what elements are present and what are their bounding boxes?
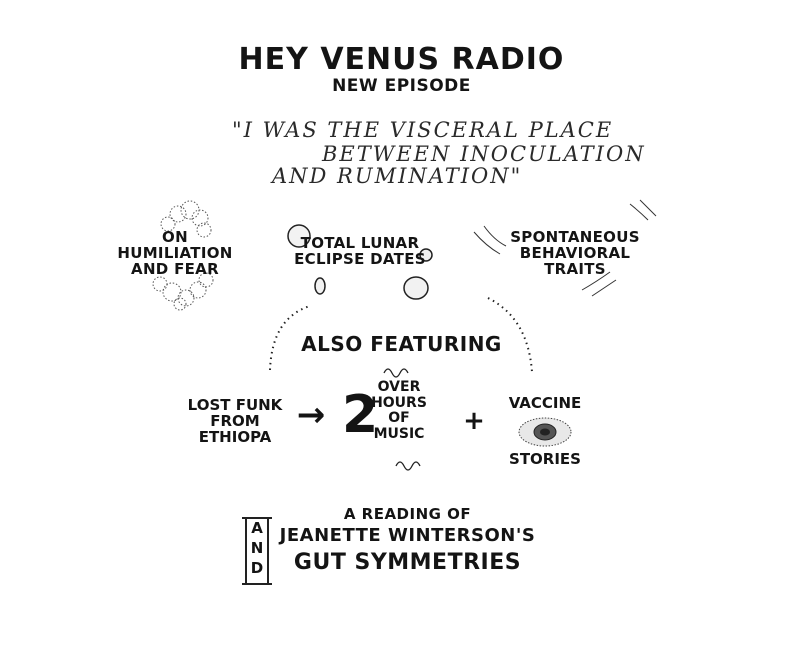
and-letter-d: D [250, 559, 264, 577]
cloud-icon [152, 200, 214, 311]
and-bracket [242, 517, 272, 585]
also-featuring-heading: ALSO FEATURING [301, 332, 502, 356]
hours-text: OVER HOURS OF MUSIC [371, 379, 427, 443]
reading-book-title: GUT SYMMETRIES [293, 550, 522, 575]
flourish-icon [383, 368, 421, 471]
hours-number: 2 [342, 385, 379, 445]
page-subtitle: NEW EPISODE [332, 76, 471, 96]
quote-line-3: AND RUMINATION" [272, 164, 523, 188]
plus-icon: + [463, 406, 485, 436]
and-letter-a: A [251, 519, 263, 537]
and-vertical-label: A N D [246, 518, 268, 584]
topic-lunar-eclipse: TOTAL LUNAR ECLIPSE DATES [294, 234, 426, 268]
and-letter-n: N [250, 539, 264, 557]
cell-icon [518, 417, 572, 447]
lost-funk-text: LOST FUNK FROM ETHIOPA [187, 396, 283, 446]
vaccine-label: VACCINE [508, 394, 582, 412]
quote-line-1: "I WAS THE VISCERAL PLACE [232, 118, 614, 142]
quote-line-2: BETWEEN INOCULATION [322, 142, 646, 166]
stories-label: STORIES [509, 450, 581, 468]
topic-behavioral-traits: SPONTANEOUS BEHAVIORAL TRAITS [510, 228, 640, 278]
page-title: HEY VENUS RADIO [238, 42, 565, 77]
reading-author: JEANETTE WINTERSON'S [279, 525, 536, 546]
reading-intro: A READING OF [343, 505, 472, 523]
scribble-lines-icon [473, 199, 657, 297]
arrow-icon: → [296, 395, 326, 435]
moons-icon [287, 224, 433, 300]
topic-humiliation: ON HUMILIATION AND FEAR [117, 228, 233, 278]
